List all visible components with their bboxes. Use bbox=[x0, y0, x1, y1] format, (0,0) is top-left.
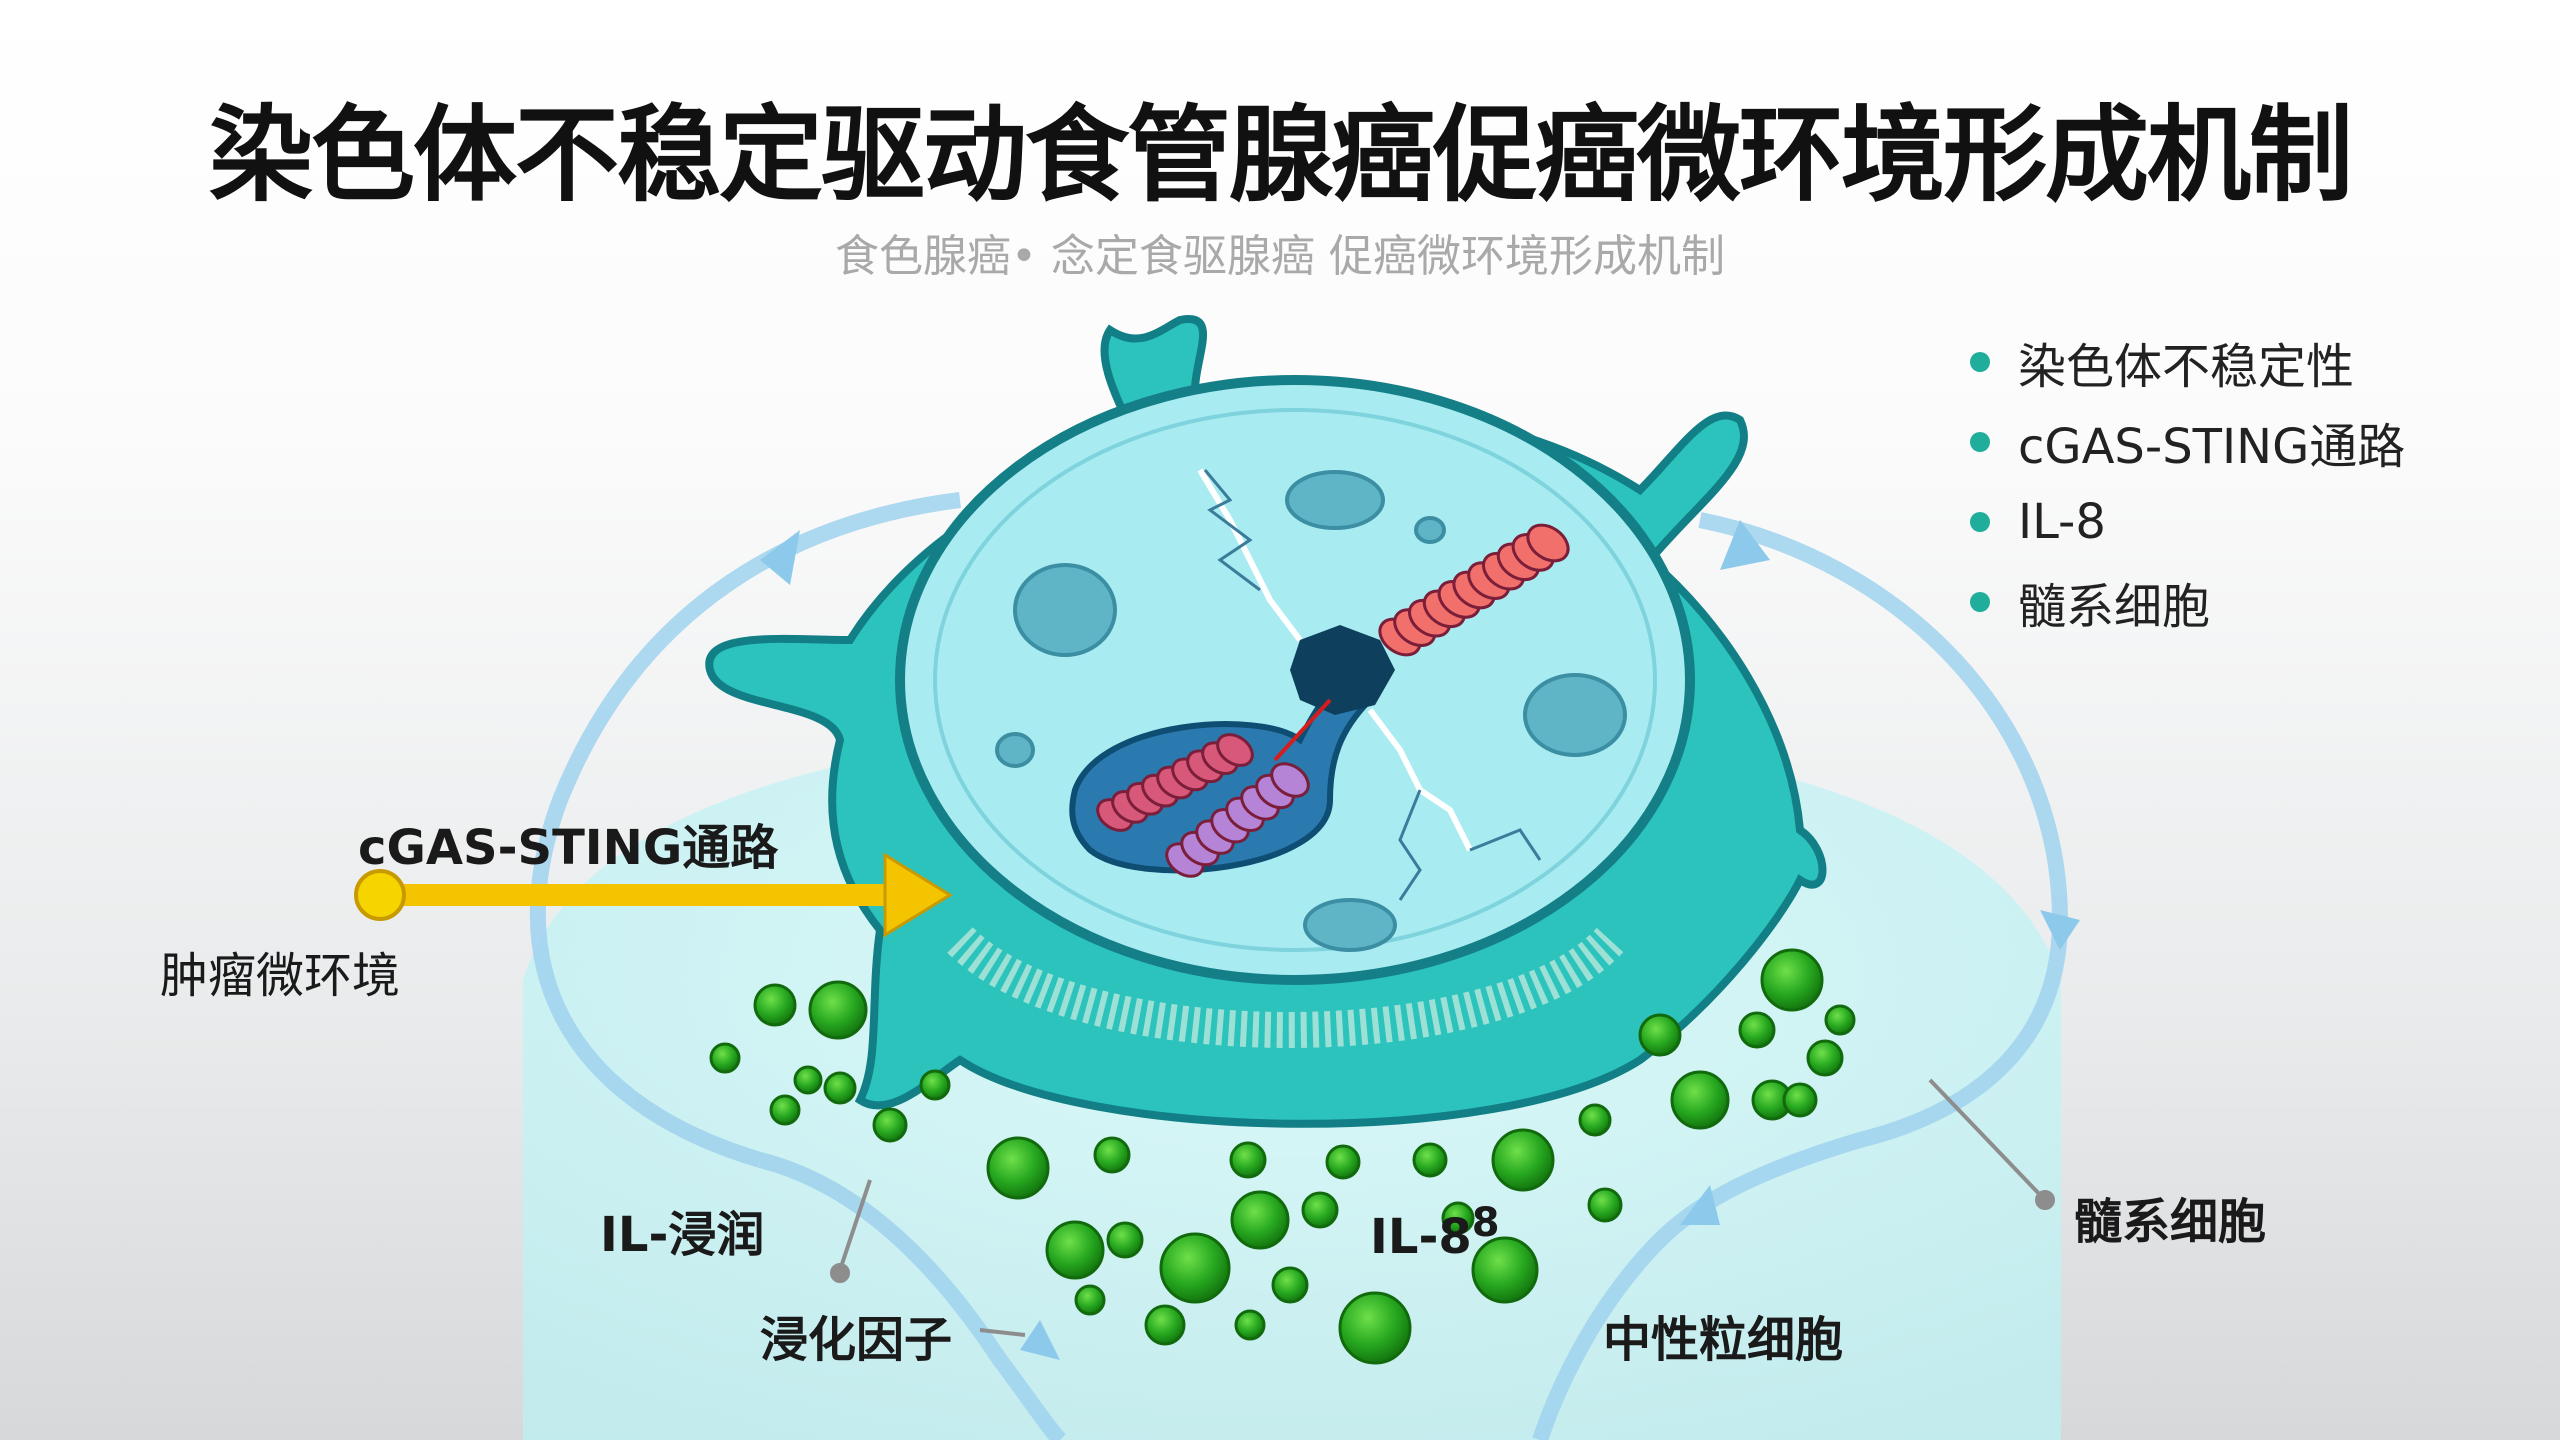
il8-granule bbox=[1230, 1190, 1290, 1250]
il8-granule bbox=[1412, 1142, 1448, 1178]
il8-granule bbox=[872, 1107, 908, 1143]
il8-granule bbox=[1325, 1144, 1361, 1180]
label-neutrophil: 中性粒细胞 bbox=[1603, 1312, 1844, 1368]
label-pathway: cGAS-STING通路 bbox=[358, 820, 779, 876]
label-il-infiltration: IL-浸润 bbox=[600, 1207, 765, 1263]
label-il8-sup: 8 bbox=[1471, 1200, 1500, 1246]
il8-granule bbox=[1824, 1004, 1856, 1036]
il8-granule bbox=[1045, 1220, 1105, 1280]
page-title: 染色体不稳定驱动食管腺癌促癌微环境形成机制 bbox=[208, 94, 2353, 216]
label-il8: IL-88 bbox=[1370, 1200, 1500, 1265]
label-il8-text: IL-8 bbox=[1370, 1209, 1472, 1265]
pathway-arrow-origin bbox=[354, 869, 406, 921]
loop-arrowheads bbox=[760, 520, 2080, 1360]
legend-label: 髓系细胞 bbox=[2018, 579, 2211, 635]
il8-granule bbox=[1441, 1201, 1475, 1235]
il8-granule bbox=[1738, 1011, 1776, 1049]
il8-granule bbox=[1670, 1070, 1730, 1130]
chromosome-red bbox=[1526, 523, 1570, 563]
il8-granules bbox=[709, 948, 1856, 1365]
pointer-line bbox=[979, 1328, 1026, 1337]
il8-granule bbox=[1301, 1191, 1339, 1229]
nucleoli bbox=[995, 470, 1627, 952]
legend-item-myeloid: 髓系细胞 bbox=[1970, 562, 2405, 642]
il8-granule bbox=[1074, 1284, 1106, 1316]
chromosome-break-icon bbox=[1290, 625, 1395, 715]
chromosome-magenta bbox=[1216, 733, 1254, 767]
il8-granule bbox=[1638, 1013, 1682, 1057]
legend-dot-icon bbox=[1970, 512, 1990, 532]
chromosome-purple bbox=[1270, 762, 1310, 798]
legend-dot-icon bbox=[1970, 432, 1990, 452]
label-tme: 肿瘤微环境 bbox=[160, 948, 401, 1004]
il8-granule bbox=[1144, 1304, 1186, 1346]
il8-granule bbox=[709, 1042, 741, 1074]
il8-granule bbox=[986, 1136, 1050, 1200]
il8-granule bbox=[1229, 1141, 1267, 1179]
il8-granule bbox=[808, 980, 868, 1040]
il8-granule bbox=[1806, 1039, 1844, 1077]
il8-granule bbox=[1338, 1291, 1412, 1365]
pointer-line bbox=[1928, 1078, 2047, 1202]
legend-dot-icon bbox=[1970, 592, 1990, 612]
legend-dot-icon bbox=[1970, 352, 1990, 372]
legend-label: IL-8 bbox=[2018, 494, 2106, 550]
il8-granule bbox=[769, 1094, 801, 1126]
legend-item-cin: 染色体不稳定性 bbox=[1970, 322, 2405, 402]
il8-granule bbox=[1760, 948, 1824, 1012]
legend: 染色体不稳定性 cGAS-STING通路 IL-8 髓系细胞 bbox=[1970, 322, 2405, 642]
pathway-arrow-head bbox=[883, 852, 953, 938]
il8-granule bbox=[1093, 1136, 1131, 1174]
il8-granule bbox=[1471, 1236, 1539, 1304]
il8-granule bbox=[1491, 1128, 1555, 1192]
il8-granule bbox=[1587, 1187, 1623, 1223]
il8-granule bbox=[793, 1065, 823, 1095]
dna-strands bbox=[1203, 469, 1542, 901]
il8-granule bbox=[1159, 1232, 1231, 1304]
il8-granule bbox=[1578, 1103, 1612, 1137]
pointer-line bbox=[838, 1179, 872, 1271]
il8-granule bbox=[1106, 1221, 1144, 1259]
chromatin-bridge bbox=[1273, 698, 1332, 762]
il8-granule bbox=[823, 1071, 857, 1105]
il8-granule bbox=[1271, 1266, 1309, 1304]
il8-granule bbox=[1234, 1309, 1266, 1341]
label-myeloid: 髓系细胞 bbox=[2074, 1194, 2267, 1250]
il8-granule bbox=[919, 1069, 951, 1101]
page-subtitle: 食色腺癌• 念定食驱腺癌 促癌微环境形成机制 bbox=[835, 231, 1725, 282]
label-invasion-factor: 浸化因子 bbox=[760, 1312, 953, 1368]
il8-granule bbox=[753, 983, 797, 1027]
chromosomes bbox=[1096, 523, 1570, 878]
il8-granule bbox=[1782, 1082, 1818, 1118]
legend-label: 染色体不稳定性 bbox=[2018, 339, 2355, 395]
legend-item-cgas: cGAS-STING通路 bbox=[1970, 402, 2405, 482]
legend-label: cGAS-STING通路 bbox=[2018, 419, 2406, 475]
legend-item-il8: IL-8 bbox=[1970, 482, 2405, 562]
